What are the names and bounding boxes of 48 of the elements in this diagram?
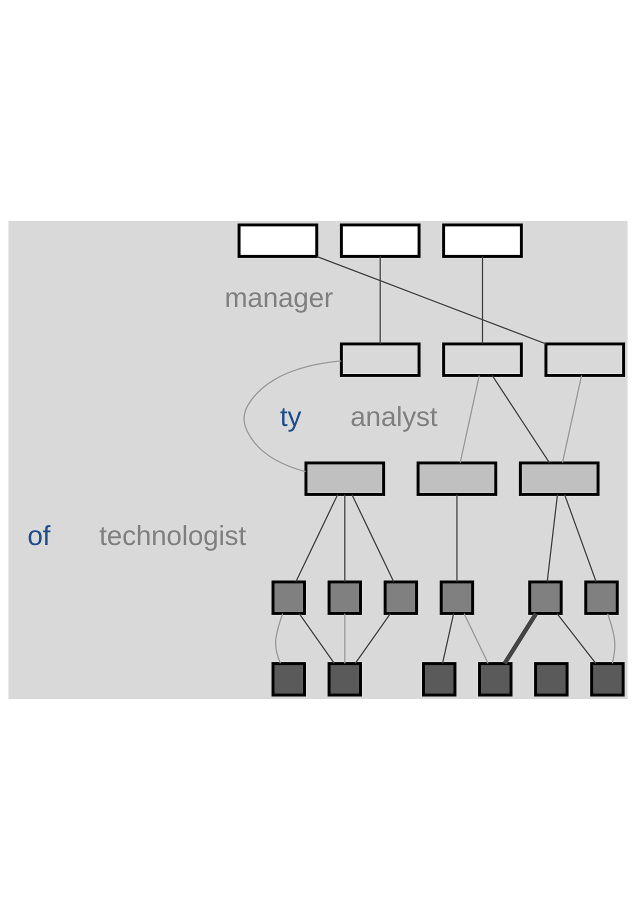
node-box	[478, 662, 512, 697]
connector	[564, 494, 597, 582]
connector	[482, 256, 484, 344]
label: technologist	[99, 520, 246, 551]
connector	[464, 613, 489, 664]
label: manager	[224, 282, 334, 313]
connector	[556, 613, 596, 664]
node-box	[304, 461, 386, 496]
label: analyst	[350, 400, 438, 432]
connector	[562, 375, 582, 463]
label: of	[27, 520, 50, 551]
node-box	[384, 580, 418, 615]
connector	[354, 613, 391, 664]
node-box	[442, 342, 523, 377]
connector	[460, 375, 480, 463]
node-box	[544, 342, 626, 377]
connector	[295, 494, 338, 582]
label: ty	[280, 400, 302, 432]
connector	[316, 256, 546, 344]
node-box	[238, 223, 318, 258]
node-box	[272, 662, 306, 697]
connector	[274, 614, 284, 664]
node-box	[528, 580, 563, 615]
connector	[502, 612, 538, 665]
node-box	[272, 580, 306, 615]
node-box	[590, 662, 625, 697]
connector	[298, 613, 335, 664]
connector	[380, 256, 381, 344]
node-box	[416, 461, 498, 496]
connector	[351, 494, 394, 582]
connector	[607, 614, 616, 664]
node-box	[340, 342, 421, 377]
connector	[243, 360, 342, 472]
node-box	[440, 580, 474, 615]
connector	[492, 375, 550, 463]
node-box	[328, 662, 362, 697]
connector	[442, 614, 454, 664]
connector	[344, 614, 346, 664]
connector	[456, 494, 458, 582]
node-box	[340, 223, 421, 258]
node-box	[442, 223, 523, 258]
node-box	[422, 662, 456, 697]
connector	[546, 494, 558, 582]
node-box	[534, 662, 569, 697]
node-box	[518, 461, 600, 496]
node-box	[328, 580, 362, 615]
node-box	[584, 580, 619, 615]
connector	[344, 494, 346, 582]
